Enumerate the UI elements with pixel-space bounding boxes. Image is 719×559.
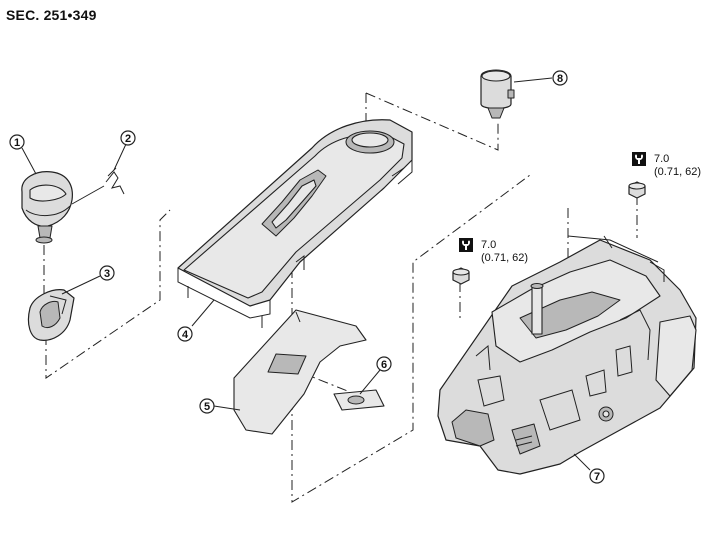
callout-2: 2 [120,130,136,146]
section-label: SEC. 251•349 [6,7,97,23]
bolt-upper [628,181,646,204]
position-lamp [480,69,515,119]
torque-value: 7.0 [481,239,497,251]
callout-7: 7 [589,468,605,484]
shift-knob [21,171,73,244]
torque-wrench-icon [632,152,646,166]
svg-text:4: 4 [182,329,189,341]
shift-lever-assembly [437,235,697,475]
svg-text:5: 5 [204,401,210,413]
svg-text:2: 2 [125,133,131,145]
torque-value: 7.0 [654,153,670,165]
callout-6: 6 [376,356,392,372]
torque-units: (0.71, 62) [481,252,529,264]
callout-8: 8 [552,70,568,86]
svg-text:7: 7 [594,471,600,483]
bolt-lower [452,267,470,285]
knob-boot-insert [27,289,75,341]
callout-3: 3 [99,265,115,281]
finisher-pad-small [333,389,385,411]
callout-4: 4 [177,326,193,342]
finisher-pad [233,309,367,435]
svg-text:3: 3 [104,268,110,280]
svg-text:8: 8 [557,73,563,85]
torque-wrench-icon [459,238,473,252]
torque-units: (0.71, 62) [654,166,702,178]
callout-5: 5 [199,398,215,414]
leader-lines [21,77,591,471]
console-finisher [177,119,413,328]
svg-text:6: 6 [381,359,387,371]
svg-text:1: 1 [14,137,20,149]
torque-spec-lower: 7.0 (0.71, 62) [481,239,528,265]
callout-1: 1 [9,134,25,150]
clip [105,167,125,195]
torque-spec-upper: 7.0 (0.71, 62) [654,153,701,179]
